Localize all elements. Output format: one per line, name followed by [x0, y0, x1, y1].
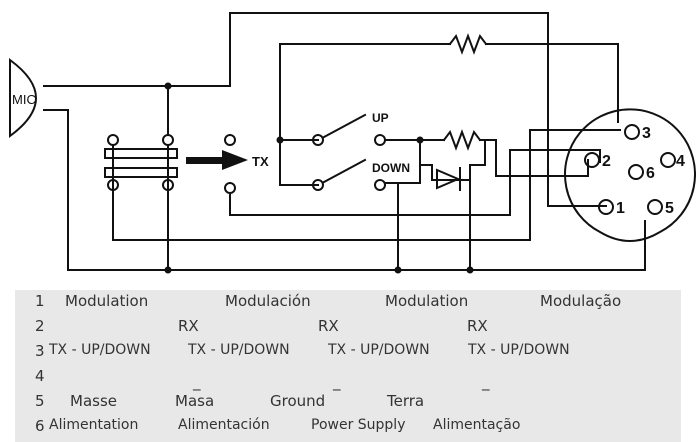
wire-switch-bus	[279, 43, 319, 186]
down-label: DOWN	[372, 161, 410, 175]
legend-cell: TX - UP/DOWN	[49, 342, 151, 358]
contact-right-top	[162, 134, 174, 146]
legend-cell: Power Supply	[311, 417, 406, 433]
pin-label-5: 5	[665, 200, 674, 217]
junction-dot	[164, 266, 172, 274]
junction-dot	[466, 266, 474, 274]
ptt-plate-bottom	[104, 167, 178, 178]
contact-switch-down-right	[374, 179, 386, 191]
contact-switch-down-left	[312, 179, 324, 191]
legend-cell: RX	[467, 317, 488, 335]
legend-cell: _	[333, 373, 341, 391]
connector-pin-5	[647, 199, 663, 215]
legend-row-6: 6 Alimentation Alimentación Power Supply…	[15, 417, 681, 439]
pin-label-6: 6	[646, 165, 655, 182]
junction-dot	[164, 82, 172, 90]
legend-row-2: 2 RX RX RX	[15, 317, 681, 339]
legend-cell: Alimentación	[178, 417, 270, 433]
mic-label: MIC	[12, 92, 36, 107]
pin-legend: 1 Modulation Modulación Modulation Modul…	[15, 290, 681, 442]
legend-cell: Masse	[70, 392, 117, 410]
wire-modulation	[43, 12, 607, 207]
connector-pin-4	[660, 152, 676, 168]
switch-blade-up	[322, 113, 367, 139]
connector-pin-2	[584, 152, 600, 168]
legend-cell: Masa	[175, 392, 215, 410]
legend-num: 2	[35, 317, 45, 335]
pin-label-2: 2	[602, 153, 611, 170]
legend-num: 6	[35, 417, 45, 435]
contact-switch-up-right	[374, 134, 386, 146]
legend-cell: Alimentation	[49, 417, 139, 433]
legend-cell: Modulation	[65, 292, 149, 310]
connector-pin-3	[624, 124, 640, 140]
junction-dot	[416, 136, 424, 144]
up-label: UP	[372, 111, 389, 125]
legend-cell: Terra	[387, 392, 425, 410]
legend-cell: RX	[318, 317, 339, 335]
legend-num: 4	[35, 367, 45, 385]
microphone-symbol	[9, 58, 37, 138]
legend-cell: Ground	[270, 392, 326, 410]
legend-cell: TX - UP/DOWN	[188, 342, 290, 358]
legend-cell: Modulation	[385, 292, 469, 310]
resistor-mid	[442, 129, 482, 151]
pin-label-1: 1	[616, 200, 625, 217]
arrow-head	[222, 150, 248, 170]
legend-cell: Modulación	[225, 292, 311, 310]
legend-num: 3	[35, 342, 45, 360]
diode-wire	[419, 139, 486, 181]
junction-dot	[276, 136, 284, 144]
pin-label-4: 4	[676, 153, 685, 170]
ptt-plate-top	[104, 148, 178, 159]
connector-body	[564, 108, 696, 242]
legend-cell: RX	[178, 317, 199, 335]
legend-num: 5	[35, 392, 45, 410]
switch-blade-down	[322, 158, 367, 184]
legend-row-5: 5 Masse Masa Ground Terra	[15, 392, 681, 414]
connector-pin-1	[598, 199, 614, 215]
connector-pin-6	[628, 164, 644, 180]
legend-row-4: 4 _ _ _	[15, 367, 681, 391]
pin-label-3: 3	[642, 125, 651, 142]
legend-cell: Modulação	[540, 292, 622, 310]
legend-row-3: 3 TX - UP/DOWN TX - UP/DOWN TX - UP/DOWN…	[15, 342, 681, 364]
junction-dot	[394, 266, 402, 274]
wire-ground	[43, 109, 646, 271]
contact-switch-up-left	[312, 134, 324, 146]
legend-cell: _	[193, 373, 201, 391]
legend-cell: Alimentação	[433, 417, 521, 433]
tx-label: TX	[252, 154, 269, 169]
wire-tx	[229, 149, 601, 216]
wire-up-to-pin	[479, 139, 589, 177]
contact-tx-top	[224, 134, 236, 146]
legend-cell: _	[482, 373, 490, 391]
contact-right-bottom	[162, 179, 174, 191]
contact-left-bottom	[107, 179, 119, 191]
legend-num: 1	[35, 292, 45, 310]
arrow-shaft	[186, 157, 222, 164]
legend-row-1: 1 Modulation Modulación Modulation Modul…	[15, 292, 681, 314]
contact-tx-bottom	[224, 182, 236, 194]
legend-cell: TX - UP/DOWN	[328, 342, 430, 358]
wiring-diagram: MIC TX UP DOWN 3 2 6 4 1 5	[9, 12, 696, 274]
contact-left-top	[107, 134, 119, 146]
wire-ptt-left	[112, 129, 621, 241]
diode-symbol	[436, 167, 461, 191]
wire-resistor-top-right	[485, 43, 619, 123]
legend-cell: TX - UP/DOWN	[468, 342, 570, 358]
resistor-top	[448, 33, 488, 55]
